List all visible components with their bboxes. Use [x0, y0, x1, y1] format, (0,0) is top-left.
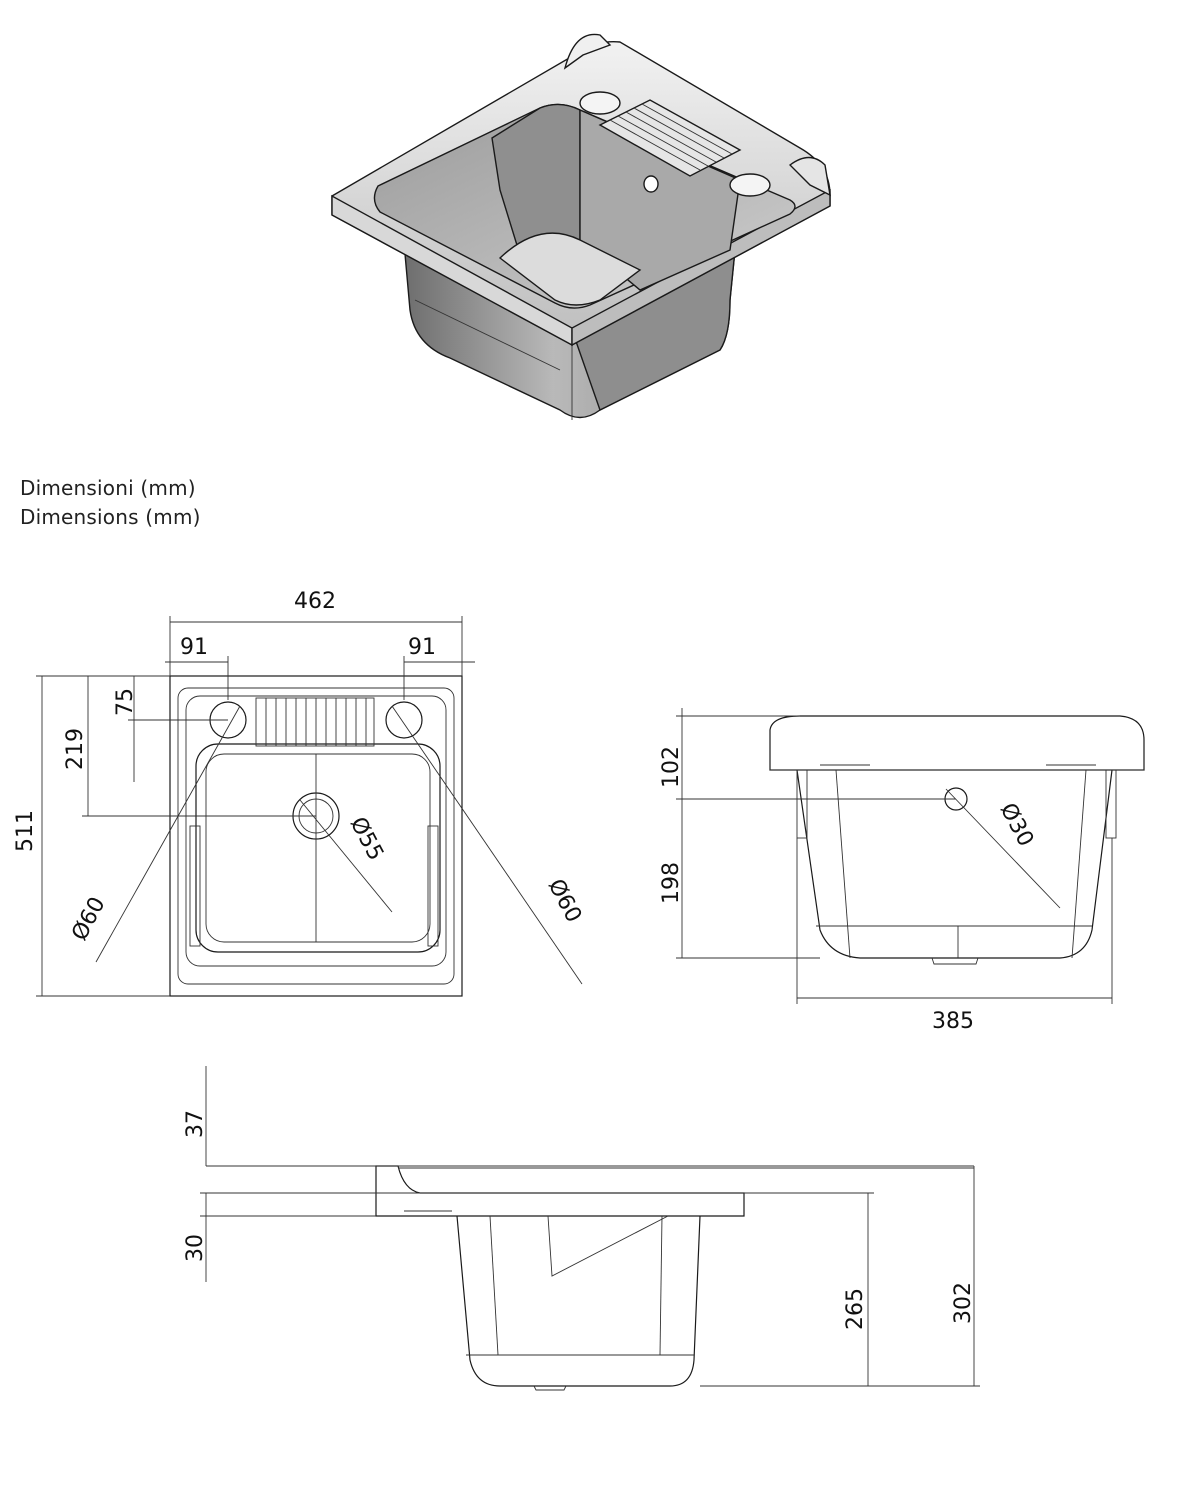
heading-english: Dimensions (mm) — [20, 505, 201, 529]
dim-basin-depth: 265 — [843, 1288, 868, 1330]
dim-left-hole-offset: 91 — [180, 635, 208, 660]
dim-right-hole-diameter: Ø60 — [543, 875, 586, 927]
plan-tap-hole-right — [385, 701, 423, 739]
iso-overflow-hole — [643, 175, 659, 193]
heading-italian: Dimensioni (mm) — [20, 476, 196, 500]
section-view: 37 30 265 302 — [183, 1066, 980, 1391]
dim-hole-depth-offset: 75 — [113, 688, 138, 716]
dim-total-height: 302 — [951, 1282, 976, 1324]
plan-view: 462 91 91 75 219 511 Ø55 Ø60 Ø60 — [13, 589, 586, 997]
dim-overflow-diameter: Ø30 — [995, 799, 1038, 851]
iso-tap-hole-right — [729, 173, 771, 197]
dim-backsplash-height: 37 — [183, 1110, 208, 1138]
iso-washboard — [598, 99, 742, 177]
dim-drain-diameter: Ø55 — [345, 813, 388, 865]
plan-washboard — [255, 697, 375, 747]
dim-rim-height: 102 — [659, 746, 684, 788]
iso-body-right — [571, 248, 736, 411]
dim-right-hole-offset: 91 — [408, 635, 436, 660]
iso-tap-hole-left — [579, 91, 621, 115]
dim-bottom-width: 385 — [932, 1009, 974, 1034]
isometric-render — [331, 33, 831, 420]
dim-overall-depth: 511 — [13, 810, 38, 852]
dim-lower-height: 198 — [659, 862, 684, 904]
dim-rim-thickness: 30 — [183, 1234, 208, 1262]
dim-left-hole-diameter: Ø60 — [67, 893, 110, 945]
dim-overall-width: 462 — [294, 589, 336, 614]
side-view: 102 198 385 Ø30 — [659, 708, 1145, 1034]
dim-drain-depth-offset: 219 — [63, 728, 88, 770]
